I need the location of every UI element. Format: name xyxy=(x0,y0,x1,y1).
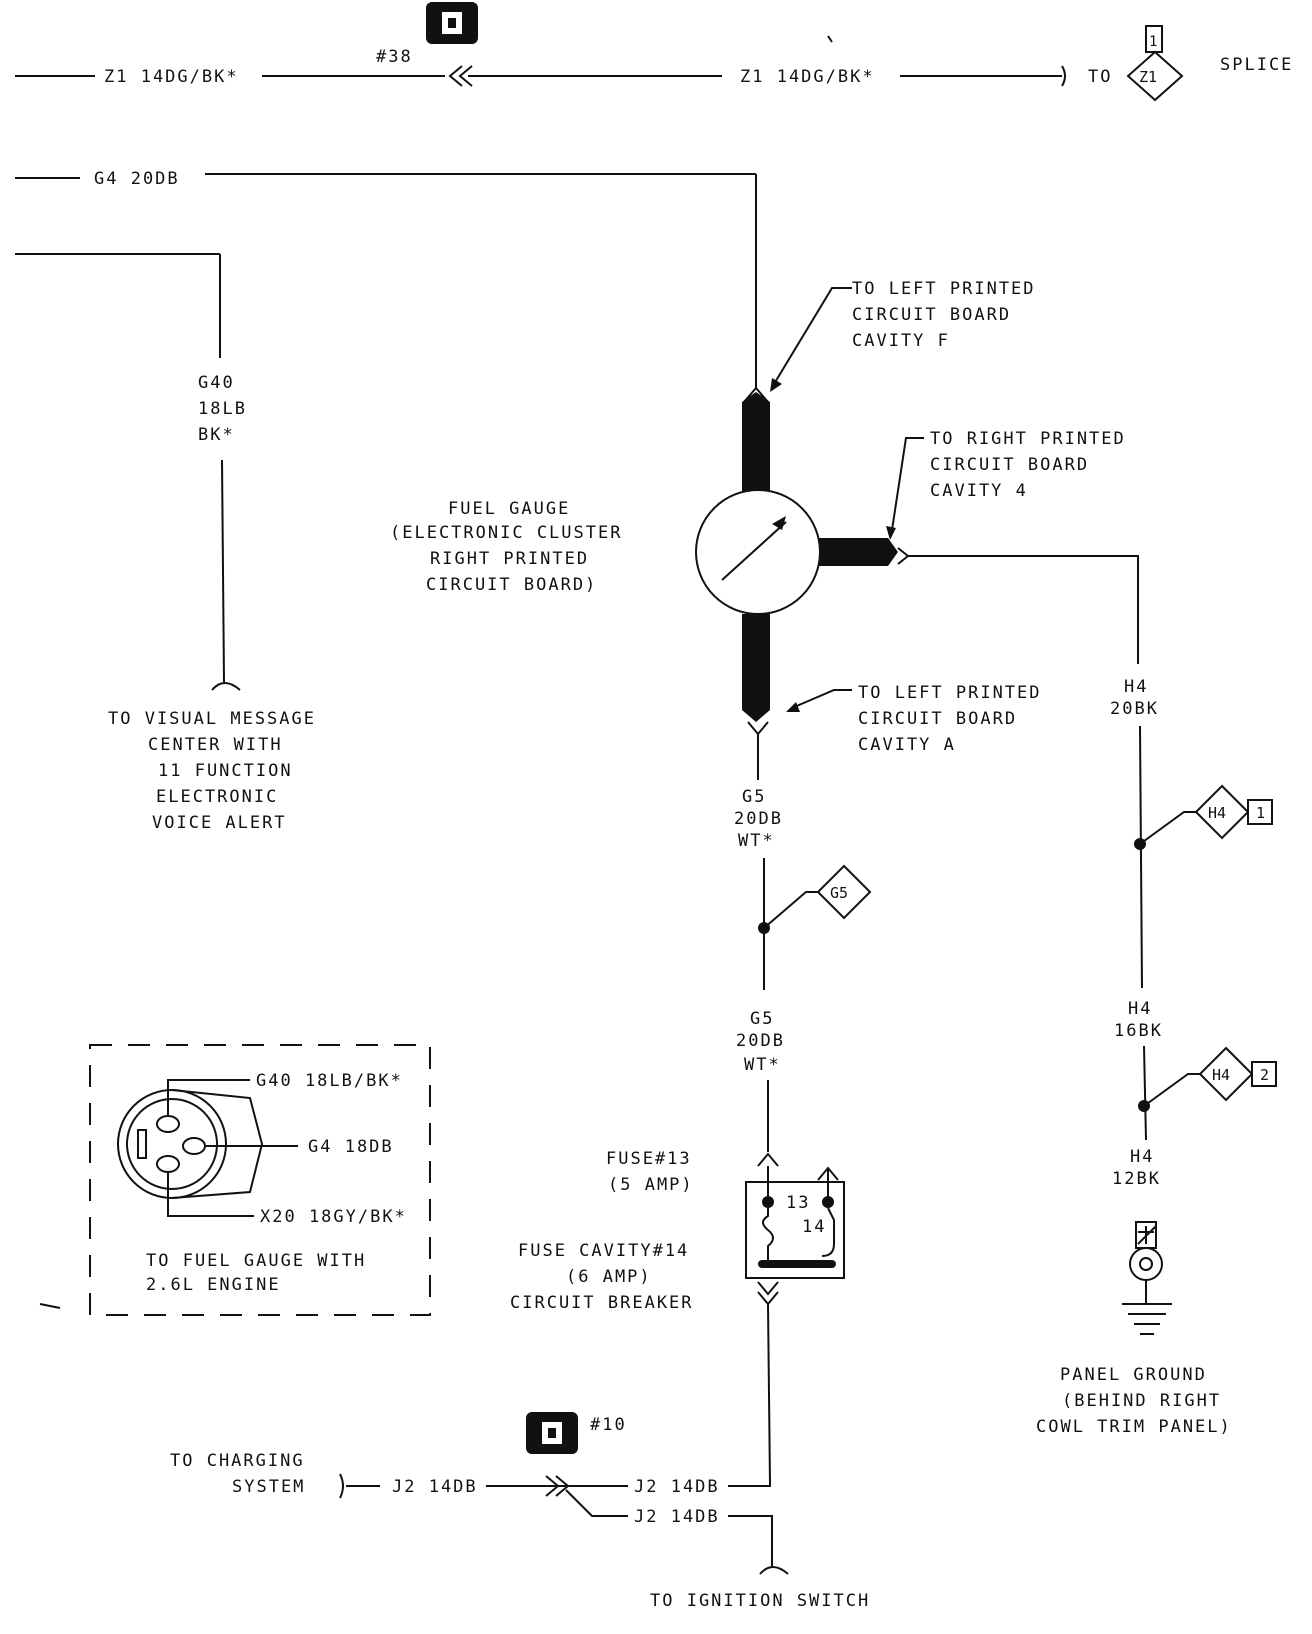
vmc-line-4: ELECTRONIC xyxy=(156,787,278,807)
vmc-line-2: CENTER WITH xyxy=(148,735,283,755)
cavity-4-line-2: CIRCUIT BOARD xyxy=(930,455,1089,475)
ignition-switch-label: TO IGNITION SWITCH xyxy=(650,1591,870,1611)
z1-wire: Z1 14DG/BK* Z1 14DG/BK* TO 1 Z1 SPLICE #… xyxy=(15,2,1293,102)
z1-left-label: Z1 14DG/BK* xyxy=(104,67,239,87)
g5-splice-id: G5 xyxy=(830,884,848,902)
charging-line-1: TO CHARGING xyxy=(170,1451,305,1471)
ground-symbol-icon xyxy=(1122,1303,1172,1335)
h4-splice-1-symbol: H4 1 xyxy=(1194,784,1273,840)
fuel-gauge-label: FUEL GAUGE (ELECTRONIC CLUSTER RIGHT PRI… xyxy=(390,499,622,595)
connector-10-icon xyxy=(526,1412,578,1454)
g5-upper-2: 20DB xyxy=(734,809,783,829)
fuel-gauge-symbol xyxy=(695,392,898,722)
inset-g4-label: G4 18DB xyxy=(308,1137,394,1157)
fuse-label-1: FUSE#13 xyxy=(606,1149,692,1169)
fuse-block: 13 14 xyxy=(745,1166,845,1485)
g40-wire: G40 18LB BK* xyxy=(15,253,247,691)
g40-wire-label-1: G40 xyxy=(198,373,235,393)
to-label: TO xyxy=(1088,67,1112,87)
vmc-line-3: 11 FUNCTION xyxy=(158,761,293,781)
z1-right-label: Z1 14DG/BK* xyxy=(740,67,875,87)
h4-mid-1: H4 xyxy=(1128,999,1152,1019)
gauge-title-3: RIGHT PRINTED xyxy=(430,549,589,569)
fuse-cavity-line-3: CIRCUIT BREAKER xyxy=(510,1293,694,1313)
ground-line-2: (BEHIND RIGHT xyxy=(1062,1391,1221,1411)
fuse-cavity-14-label: FUSE CAVITY#14 (6 AMP) CIRCUIT BREAKER xyxy=(510,1241,694,1313)
vmc-line-5: VOICE ALERT xyxy=(152,813,287,833)
gauge-title-4: CIRCUIT BOARD) xyxy=(426,575,597,595)
cavity-4-line-3: CAVITY 4 xyxy=(930,481,1028,501)
connector-38-label: #38 xyxy=(376,47,413,67)
h4-splice-1-number: 1 xyxy=(1256,804,1265,822)
gauge-title-1: FUEL GAUGE xyxy=(448,499,570,519)
g5-lower-3: WT* xyxy=(744,1055,781,1075)
j2-lower-label: J2 14DB xyxy=(634,1507,720,1527)
g5-lower-2: 20DB xyxy=(736,1031,785,1051)
fuse-label-2: (5 AMP) xyxy=(608,1175,694,1195)
g5-wire: G5 20DB WT* G5 G5 20DB WT* xyxy=(734,721,872,1167)
h4-splice-2-id: H4 xyxy=(1212,1066,1230,1084)
g40-wire-label-3: BK* xyxy=(198,425,235,445)
j2-left-label: J2 14DB xyxy=(392,1477,478,1497)
j2-wires: #10 TO CHARGING SYSTEM J2 14DB J2 14DB J… xyxy=(170,1412,870,1611)
visual-message-center-label: TO VISUAL MESSAGE CENTER WITH 11 FUNCTIO… xyxy=(108,709,316,833)
cavity-f-callout: TO LEFT PRINTED CIRCUIT BOARD CAVITY F xyxy=(770,279,1036,392)
fuse-cavity-line-2: (6 AMP) xyxy=(566,1267,652,1287)
connector-38-icon xyxy=(426,2,478,44)
fuse-cavity-line-1: FUSE CAVITY#14 xyxy=(518,1241,689,1261)
h4-lower-2: 12BK xyxy=(1112,1169,1161,1189)
inset-caption-2: 2.6L ENGINE xyxy=(146,1275,281,1295)
cavity-4-line-1: TO RIGHT PRINTED xyxy=(930,429,1126,449)
inset-2-6l-engine: G40 18LB/BK* G4 18DB X20 18GY/BK* TO FUE… xyxy=(39,1044,431,1316)
gauge-title-2: (ELECTRONIC CLUSTER xyxy=(390,523,622,543)
h4-splice-1-id: H4 xyxy=(1208,804,1226,822)
fuse-number-14: 14 xyxy=(802,1217,826,1237)
inset-x20-label: X20 18GY/BK* xyxy=(260,1207,407,1227)
charging-line-2: SYSTEM xyxy=(232,1477,305,1497)
cavity-f-line-1: TO LEFT PRINTED xyxy=(852,279,1036,299)
h4-lower-1: H4 xyxy=(1130,1147,1154,1167)
g4-wire: G4 20DB xyxy=(15,169,769,403)
g5-upper-3: WT* xyxy=(738,831,775,851)
h4-mid-2: 16BK xyxy=(1114,1021,1163,1041)
connector-10-label: #10 xyxy=(590,1415,627,1435)
z1-splice-id: Z1 xyxy=(1139,68,1157,86)
vmc-line-1: TO VISUAL MESSAGE xyxy=(108,709,316,729)
ground-line-3: COWL TRIM PANEL) xyxy=(1036,1417,1232,1437)
cavity-f-line-2: CIRCUIT BOARD xyxy=(852,305,1011,325)
inset-caption-1: TO FUEL GAUGE WITH xyxy=(146,1251,366,1271)
z1-splice-number: 1 xyxy=(1149,34,1157,50)
ground-line-1: PANEL GROUND xyxy=(1060,1365,1207,1385)
inset-g40-label: G40 18LB/BK* xyxy=(256,1071,403,1091)
g5-upper-1: G5 xyxy=(742,787,766,807)
connector-round-icon xyxy=(117,1089,264,1199)
g4-label: G4 20DB xyxy=(94,169,180,189)
j2-upper-label: J2 14DB xyxy=(634,1477,720,1497)
cavity-a-line-1: TO LEFT PRINTED xyxy=(858,683,1042,703)
h4-upper-2: 20BK xyxy=(1110,699,1159,719)
cavity-a-line-2: CIRCUIT BOARD xyxy=(858,709,1017,729)
fuse-13-label: FUSE#13 (5 AMP) xyxy=(606,1149,694,1195)
cavity-f-line-3: CAVITY F xyxy=(852,331,950,351)
h4-upper-1: H4 xyxy=(1124,677,1148,697)
z1-splice-symbol: 1 Z1 xyxy=(1126,25,1184,102)
splice-label: SPLICE xyxy=(1220,55,1293,75)
cavity-a-callout: TO LEFT PRINTED CIRCUIT BOARD CAVITY A xyxy=(786,683,1042,755)
g5-lower-1: G5 xyxy=(750,1009,774,1029)
h4-splice-2-symbol: H4 2 xyxy=(1198,1046,1277,1102)
ground-eyelet-icon xyxy=(1129,1221,1163,1304)
cavity-a-line-3: CAVITY A xyxy=(858,735,956,755)
h4-splice-2-number: 2 xyxy=(1260,1066,1269,1084)
h4-wire: H4 20BK H4 1 H4 16BK H4 2 H4 12BK xyxy=(897,547,1277,1335)
g5-splice-symbol: G5 xyxy=(816,864,872,920)
g40-wire-label-2: 18LB xyxy=(198,399,247,419)
fuse-number-13: 13 xyxy=(786,1193,810,1213)
cavity-4-callout: TO RIGHT PRINTED CIRCUIT BOARD CAVITY 4 xyxy=(886,429,1126,540)
panel-ground-label: PANEL GROUND (BEHIND RIGHT COWL TRIM PAN… xyxy=(1036,1365,1232,1437)
